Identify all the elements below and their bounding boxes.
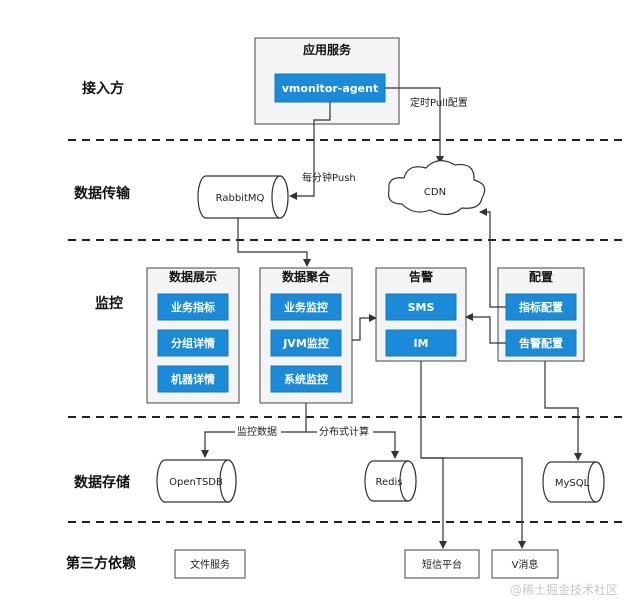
aggregate-to-alarm-arrow: [352, 314, 377, 341]
config-to-alarm-arrow: [465, 313, 506, 344]
layer-label-transport: 数据传输: [74, 185, 131, 202]
layer-label-monitor: 监控: [95, 295, 123, 312]
config-item-metric-config: [505, 293, 577, 321]
push-label: 每分钟Push: [302, 171, 356, 184]
layer-label-storage: 数据存储: [74, 474, 130, 491]
redis-node: [364, 460, 417, 502]
opentsdb-node: [156, 459, 237, 503]
vmonitor-agent-node: [274, 73, 386, 103]
rabbitmq-label: RabbitMQ: [216, 193, 265, 204]
mq-to-aggregate-arrow: [237, 218, 311, 267]
rabbitmq-node: [197, 175, 289, 219]
redis-label: Redis: [376, 477, 403, 488]
layer-label-third-party: 第三方依赖: [66, 555, 136, 572]
display-item-machine-detail: [157, 365, 229, 393]
alarm-item-sms-label: SMS: [408, 301, 435, 314]
mysql-node: [542, 461, 605, 503]
aggregate-item-jvm-monitor-label: JVM监控: [282, 336, 329, 350]
pull-label: 定时Pull配置: [410, 96, 468, 109]
aggregate-item-system-monitor-label: 系统监控: [284, 372, 328, 386]
alarm-item-im-label: IM: [413, 337, 428, 350]
config-title: 配置: [529, 269, 553, 284]
alarm-item-im: [385, 329, 457, 357]
monitor-data-label: 监控数据: [237, 425, 277, 438]
display-item-business-metrics: [157, 293, 229, 321]
config-item-metric-config-label: 指标配置: [519, 300, 563, 314]
aggregate-title: 数据聚合: [282, 269, 331, 284]
mysql-label: MySQL: [555, 478, 590, 489]
alarm-title: 告警: [409, 269, 433, 284]
vmonitor-agent-label: vmonitor-agent: [282, 82, 378, 95]
opentsdb-label: OpenTSDB: [169, 477, 223, 488]
sms-platform-box: [404, 549, 480, 579]
config-item-alarm-config-label: 告警配置: [519, 336, 563, 350]
config-to-cdn-arrow: [479, 208, 506, 308]
config-item-alarm-config: [505, 329, 577, 357]
distributed-label: 分布式计算: [319, 425, 369, 438]
monitor-data-label-bg: [235, 425, 281, 438]
app-service-title: 应用服务: [303, 42, 352, 57]
display-item-group-detail: [157, 329, 229, 357]
sms-platform-label: 短信平台: [422, 558, 462, 571]
display-item-group-detail-label: 分组详情: [171, 336, 215, 350]
config-to-mysql-arrow: [544, 361, 582, 461]
aggregate-item-jvm-monitor: [270, 329, 342, 357]
aggregate-item-business-monitor-label: 业务监控: [284, 300, 328, 314]
alarm-item-sms: [385, 293, 457, 321]
cdn-label: CDN: [424, 187, 446, 198]
distributed-label-bg: [317, 425, 373, 438]
cdn-cloud: [387, 160, 486, 216]
display-item-machine-detail-label: 机器详情: [171, 372, 215, 386]
aggregate-item-system-monitor: [270, 365, 342, 393]
pull-arrow: [385, 87, 444, 164]
display-title: 数据展示: [169, 269, 217, 284]
file-service-box: [174, 549, 246, 579]
alarm-to-sms-platform-arrow: [420, 361, 447, 549]
push-arrow: [289, 102, 331, 200]
display-item-business-metrics-label: 业务指标: [171, 300, 215, 314]
file-service-label: 文件服务: [190, 558, 230, 571]
layer-label-access: 接入方: [82, 80, 124, 97]
alarm-to-v-message-arrow: [421, 457, 526, 549]
aggregate-item-business-monitor: [270, 293, 342, 321]
watermark: @稀土掘金技术社区: [510, 582, 618, 597]
v-message-box: [491, 549, 559, 579]
v-message-label: V消息: [512, 558, 539, 571]
